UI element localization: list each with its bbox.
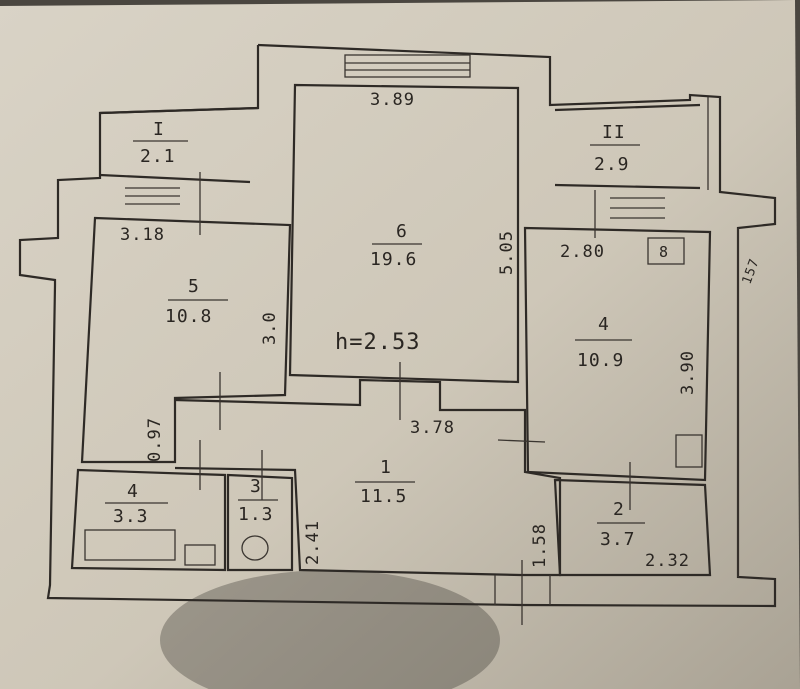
ceiling-height: h=2.53 bbox=[335, 330, 420, 355]
dimension-labels: 3.89 5.05 3.18 3.0 3.78 0.97 2.80 3.90 2… bbox=[120, 90, 763, 571]
stove-icon bbox=[647, 237, 685, 265]
room-4-bath-outline bbox=[70, 468, 227, 572]
dim-top-room6: 3.89 bbox=[370, 90, 415, 110]
stove-mark: 8 bbox=[659, 243, 669, 261]
room-6-area: 19.6 bbox=[370, 249, 417, 270]
door-marks bbox=[199, 172, 631, 625]
room-2-id: 2 bbox=[613, 499, 625, 520]
sink-icon bbox=[675, 434, 703, 468]
room-kitchen-area: 10.9 bbox=[577, 350, 624, 371]
room-5-outline bbox=[80, 216, 292, 464]
room-kitchen-id: 4 bbox=[598, 314, 610, 335]
balcony-ii-id: II bbox=[602, 122, 626, 143]
room-2-outline bbox=[553, 478, 712, 577]
dim-kitchen-right: 3.90 bbox=[678, 350, 698, 395]
dim-hall-top: 3.78 bbox=[410, 418, 455, 438]
photo-shadow bbox=[160, 570, 500, 689]
balcony-i-area: 2.1 bbox=[140, 146, 176, 167]
room-6-outline bbox=[288, 83, 520, 384]
basin-icon bbox=[184, 544, 216, 566]
room-5-area: 10.8 bbox=[165, 306, 212, 327]
window-top bbox=[344, 54, 471, 78]
balcony-i bbox=[99, 106, 259, 205]
dim-right-room6: 5.05 bbox=[497, 230, 517, 275]
room-1-id: 1 bbox=[380, 457, 392, 478]
dim-right-room5: 3.0 bbox=[260, 311, 280, 345]
room-1-area: 11.5 bbox=[360, 486, 407, 507]
room-hall-outline bbox=[174, 378, 562, 577]
room-4-bath-id: 4 bbox=[127, 481, 139, 502]
room-3-outline bbox=[226, 473, 294, 572]
balcony-ii-area: 2.9 bbox=[594, 154, 630, 175]
dim-hall-right: 1.58 bbox=[530, 523, 550, 568]
balcony-i-id: I bbox=[153, 119, 165, 140]
room-kitchen-outline bbox=[523, 226, 712, 482]
toilet-icon bbox=[241, 535, 269, 561]
room-labels: 6 19.6 5 10.8 4 10.9 1 11.5 2 3.7 3 1.3 … bbox=[105, 119, 645, 550]
room-2-area: 3.7 bbox=[600, 529, 636, 550]
room-5-id: 5 bbox=[188, 276, 200, 297]
dim-hall-left: 0.97 bbox=[145, 417, 165, 462]
dim-top-room5: 3.18 bbox=[120, 225, 165, 245]
room-3-area: 1.3 bbox=[238, 504, 274, 525]
dim-bath-right: 2.41 bbox=[303, 520, 323, 565]
balcony-ii bbox=[554, 103, 701, 219]
dim-kitchen-top: 2.80 bbox=[560, 242, 605, 262]
dim-wc-bottom: 2.32 bbox=[645, 551, 690, 571]
bathtub-icon bbox=[84, 529, 176, 561]
room-4-bath-area: 3.3 bbox=[113, 506, 149, 527]
room-3-id: 3 bbox=[250, 476, 262, 497]
room-6-id: 6 bbox=[396, 221, 408, 242]
